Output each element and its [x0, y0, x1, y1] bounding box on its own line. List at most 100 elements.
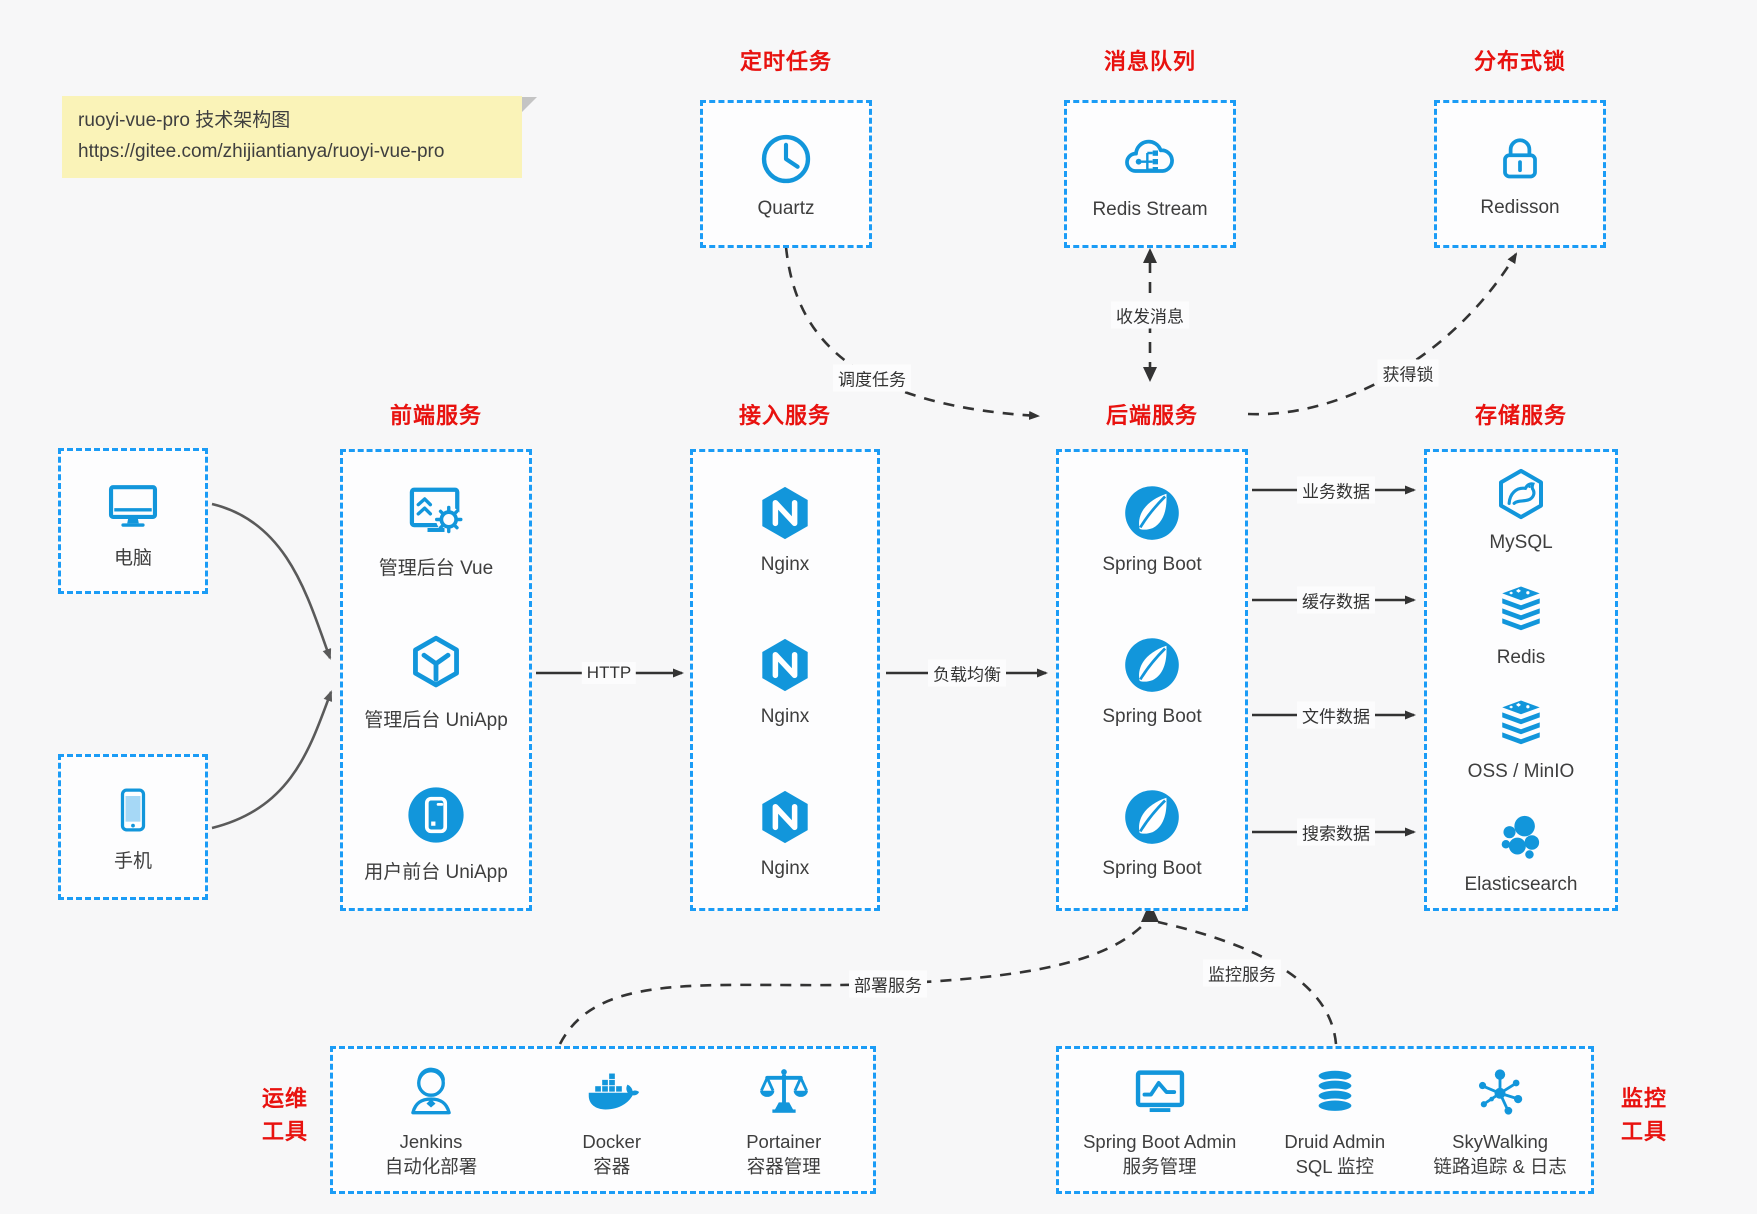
node-label-admin-uniapp: 管理后台 UniApp [364, 709, 508, 731]
desktop-icon [102, 473, 164, 535]
node-label-computer: 电脑 [113, 547, 152, 569]
edge-label-cache-data: 缓存数据 [1297, 586, 1375, 614]
druid-icon [1304, 1061, 1366, 1123]
node-label-redis-stream: Redis Stream [1092, 199, 1208, 220]
node-springboot-2: Spring Boot [1102, 632, 1202, 728]
node-label-admin-vue: 管理后台 Vue [378, 557, 494, 579]
node-label-druid-admin: Druid Admin SQL 监控 [1284, 1130, 1386, 1177]
node-user-uniapp: 用户前台 UniApp [364, 781, 508, 884]
lock-icon [1490, 129, 1550, 189]
box-redisson: Redisson [1434, 100, 1606, 248]
box-ops-tools: Jenkins 自动化部署 Docker 容器 Portainer 容器管理 [330, 1046, 876, 1194]
group-gateway: 接入服务 Nginx Nginx Nginx [690, 398, 880, 911]
node-nginx-2: Nginx [752, 632, 818, 728]
box-backend: Spring Boot Spring Boot Spring Boot [1056, 449, 1248, 911]
storage-stack-icon [1491, 693, 1551, 753]
redis-stack-icon [1491, 579, 1551, 639]
node-label-portainer: Portainer 容器管理 [746, 1130, 822, 1177]
node-label-springboot-1: Spring Boot [1102, 554, 1202, 575]
node-redis: Redis [1491, 579, 1551, 669]
edge-label-search-data: 搜索数据 [1297, 818, 1375, 846]
group-distributed-lock: 分布式锁 Redisson [1434, 44, 1606, 248]
box-computer: 电脑 [58, 448, 208, 594]
docker-icon [581, 1061, 643, 1123]
portainer-icon [753, 1061, 815, 1123]
node-label-mysql: MySQL [1489, 532, 1553, 554]
arrowhead-message-up [1143, 248, 1157, 263]
clock-icon [755, 128, 817, 190]
group-title-message-queue: 消息队列 [1103, 49, 1196, 74]
admin-vue-icon [402, 477, 470, 545]
arrow-schedule-task [784, 246, 1040, 420]
edge-label-load-balance: 负载均衡 [928, 659, 1006, 687]
node-label-skywalking: SkyWalking 链路追踪 & 日志 [1433, 1130, 1567, 1177]
nginx-icon [752, 480, 818, 546]
node-phone: 手机 [105, 782, 161, 873]
group-title-distributed-lock: 分布式锁 [1473, 49, 1566, 74]
node-springboot-admin: Spring Boot Admin 服务管理 [1083, 1061, 1236, 1180]
node-label-oss-minio: OSS / MinIO [1467, 761, 1575, 783]
edge-label-monitor-service: 监控服务 [1203, 959, 1281, 987]
group-title-gateway: 接入服务 [738, 403, 831, 428]
node-skywalking: SkyWalking 链路追踪 & 日志 [1433, 1061, 1567, 1180]
node-redis-stream: Redis Stream [1092, 127, 1208, 221]
note-url: https://gitee.com/zhijiantianya/ruoyi-vu… [78, 140, 445, 162]
node-springboot-3: Spring Boot [1102, 784, 1202, 880]
edge-label-schedule-task: 调度任务 [833, 364, 911, 392]
edge-label-business-data: 业务数据 [1297, 476, 1375, 504]
node-oss-minio: OSS / MinIO [1467, 693, 1575, 783]
ops-tools-side-label: 运维 工具 [261, 1086, 308, 1144]
jenkins-icon [400, 1061, 462, 1123]
skywalking-icon [1469, 1061, 1531, 1123]
node-admin-uniapp: 管理后台 UniApp [364, 629, 508, 732]
sba-icon [1129, 1061, 1191, 1123]
springboot-icon [1119, 632, 1185, 698]
node-computer: 电脑 [102, 473, 164, 570]
box-monitor-tools: Spring Boot Admin 服务管理 Druid Admin SQL 监… [1056, 1046, 1594, 1194]
node-redisson: Redisson [1480, 129, 1560, 219]
box-phone: 手机 [58, 754, 208, 900]
box-gateway: Nginx Nginx Nginx [690, 449, 880, 911]
group-backend: 后端服务 Spring Boot Spring Boot Spring Boot [1056, 398, 1248, 911]
monitor-tools-side-label: 监控 工具 [1620, 1086, 1667, 1144]
box-quartz: Quartz [700, 100, 872, 248]
node-mysql: MySQL [1489, 464, 1553, 554]
node-nginx-1: Nginx [752, 480, 818, 576]
note-title: ruoyi-vue-pro 技术架构图 [78, 110, 291, 131]
node-druid-admin: Druid Admin SQL 监控 [1284, 1061, 1385, 1180]
node-label-phone: 手机 [113, 850, 152, 872]
node-portainer: Portainer 容器管理 [746, 1061, 821, 1180]
group-frontend: 前端服务 管理后台 Vue 管理后台 UniApp 用户前台 UniApp [340, 398, 532, 911]
user-app-icon [402, 781, 470, 849]
group-message-queue: 消息队列 Redis Stream [1064, 44, 1236, 248]
edge-label-deploy-service: 部署服务 [849, 970, 927, 998]
node-label-redisson: Redisson [1480, 197, 1560, 218]
nginx-icon [752, 784, 818, 850]
arrow-computer-to-frontend [211, 502, 332, 660]
box-redis-stream: Redis Stream [1064, 100, 1236, 248]
edge-label-get-lock: 获得锁 [1377, 359, 1439, 387]
node-jenkins: Jenkins 自动化部署 [384, 1061, 478, 1180]
group-scheduled-task: 定时任务 Quartz [700, 44, 872, 248]
node-label-elasticsearch: Elasticsearch [1464, 873, 1578, 895]
edge-label-message: 收发消息 [1111, 301, 1189, 329]
phone-icon [105, 782, 161, 838]
node-nginx-3: Nginx [752, 784, 818, 880]
node-label-springboot-2: Spring Boot [1102, 706, 1202, 727]
cloud-stream-icon [1118, 127, 1182, 191]
node-label-jenkins: Jenkins 自动化部署 [384, 1130, 478, 1177]
mysql-icon [1491, 464, 1551, 524]
box-storage: MySQL Redis OSS / MinIO Elasticsearch [1424, 449, 1618, 911]
node-label-springboot-admin: Spring Boot Admin 服务管理 [1083, 1130, 1237, 1177]
group-title-storage: 存储服务 [1474, 403, 1567, 428]
node-admin-vue: 管理后台 Vue [379, 477, 493, 580]
sticky-note: ruoyi-vue-pro 技术架构图 https://gitee.com/zh… [62, 96, 537, 178]
edge-label-file-data: 文件数据 [1297, 701, 1375, 729]
node-label-nginx-2: Nginx [760, 706, 810, 727]
group-storage: 存储服务 MySQL Redis OSS / MinIO [1424, 398, 1618, 911]
node-quartz: Quartz [755, 128, 817, 220]
uniapp-cube-icon [402, 629, 470, 697]
node-label-nginx-1: Nginx [760, 554, 810, 575]
node-label-redis: Redis [1496, 646, 1546, 668]
